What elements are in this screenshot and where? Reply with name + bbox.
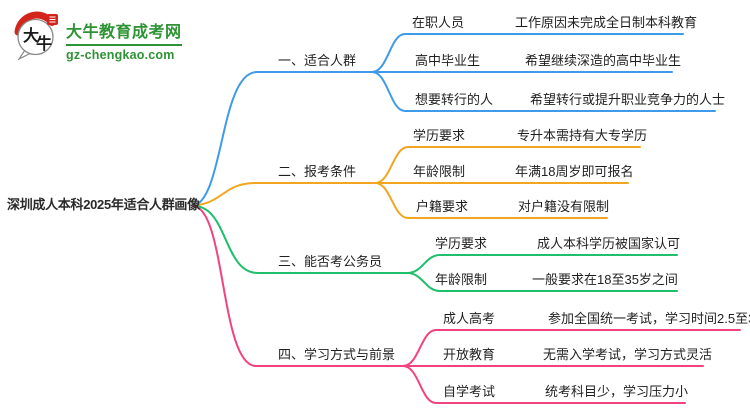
subtopic-label: 学历要求 xyxy=(413,128,466,143)
leaf-detail: 无需入学考试，学习方式灵活 xyxy=(543,347,713,362)
subtopic-label: 想要转行的人 xyxy=(415,92,494,107)
branch-2-fork-down-row-line xyxy=(374,182,608,219)
subtopic-label: 开放教育 xyxy=(443,347,496,362)
subtopic-label: 高中毕业生 xyxy=(415,53,481,68)
root-topic: 深圳成人本科2025年适合人群画像 xyxy=(7,197,200,212)
logo-domain: gz-chengkao.com xyxy=(66,48,175,62)
subtopic-label: 成人高考 xyxy=(443,311,496,326)
subtopic-label: 自学考试 xyxy=(443,384,496,399)
branch-4-label: 四、学习方式与前景 xyxy=(278,347,396,362)
branch-3-trunk-line xyxy=(192,204,408,274)
branch-4-trunk-and-mid-row-line xyxy=(192,205,704,367)
branch-4-fork-up-row-line xyxy=(402,329,741,367)
logo-char-da: 大 xyxy=(23,26,39,45)
leaf-detail: 一般要求在18至35岁之间 xyxy=(532,272,678,287)
leaf-detail: 统考科目少，学习压力小 xyxy=(545,384,689,399)
branch-4-fork-down-row-line xyxy=(402,365,686,404)
logo-title: 大牛教育成考网 xyxy=(66,24,182,41)
seal-marks xyxy=(49,16,56,23)
branch-2-label: 二、报考条件 xyxy=(278,164,357,179)
branch-3-label: 三、能否考公务员 xyxy=(278,254,383,269)
leaf-detail: 专升本需持有大专学历 xyxy=(517,128,648,143)
leaf-detail: 参加全国统一考试，学习时间2.5至3年 xyxy=(548,311,750,326)
subtopic-label: 在职人员 xyxy=(412,15,465,30)
branch-2-trunk-and-mid-row-line xyxy=(192,182,629,207)
leaf-detail: 年满18周岁即可报名 xyxy=(515,164,634,179)
leaf-detail: 成人本科学历被国家认可 xyxy=(537,236,681,251)
daniu-logo-icon: 大 牛 xyxy=(14,11,58,60)
branch-1-trunk-and-mid-row-line xyxy=(192,71,673,207)
logo-text-block: 大牛教育成考网 gz-chengkao.com xyxy=(66,18,182,62)
subtopic-label: 户籍要求 xyxy=(416,199,469,214)
speech-bubble-circle xyxy=(17,18,54,56)
subtopic-label: 学历要求 xyxy=(435,236,488,251)
branch-1-fork-up-row-line xyxy=(371,33,684,73)
leaf-detail: 希望转行或提升职业竞争力的人士 xyxy=(530,92,726,107)
subtopic-label: 年龄限制 xyxy=(435,272,488,287)
leaf-detail: 工作原因未完成全日制本科教育 xyxy=(515,15,698,30)
logo-divider xyxy=(66,44,182,46)
branch-3-fork-up-row-line xyxy=(406,254,678,274)
leaf-detail: 希望继续深造的高中毕业生 xyxy=(525,53,682,68)
branch-1-label: 一、适合人群 xyxy=(278,53,357,68)
logo-char-niu: 牛 xyxy=(36,34,52,53)
site-logo: 大 牛 大牛教育成考网 gz-chengkao.com xyxy=(12,8,182,62)
subtopic-label: 年龄限制 xyxy=(413,164,466,179)
branch-1-fork-down-row-line xyxy=(371,71,716,112)
leaf-detail: 对户籍没有限制 xyxy=(518,199,610,214)
branch-3-fork-down-row-line xyxy=(406,272,678,292)
branch-2-fork-up-row-line xyxy=(374,146,641,184)
